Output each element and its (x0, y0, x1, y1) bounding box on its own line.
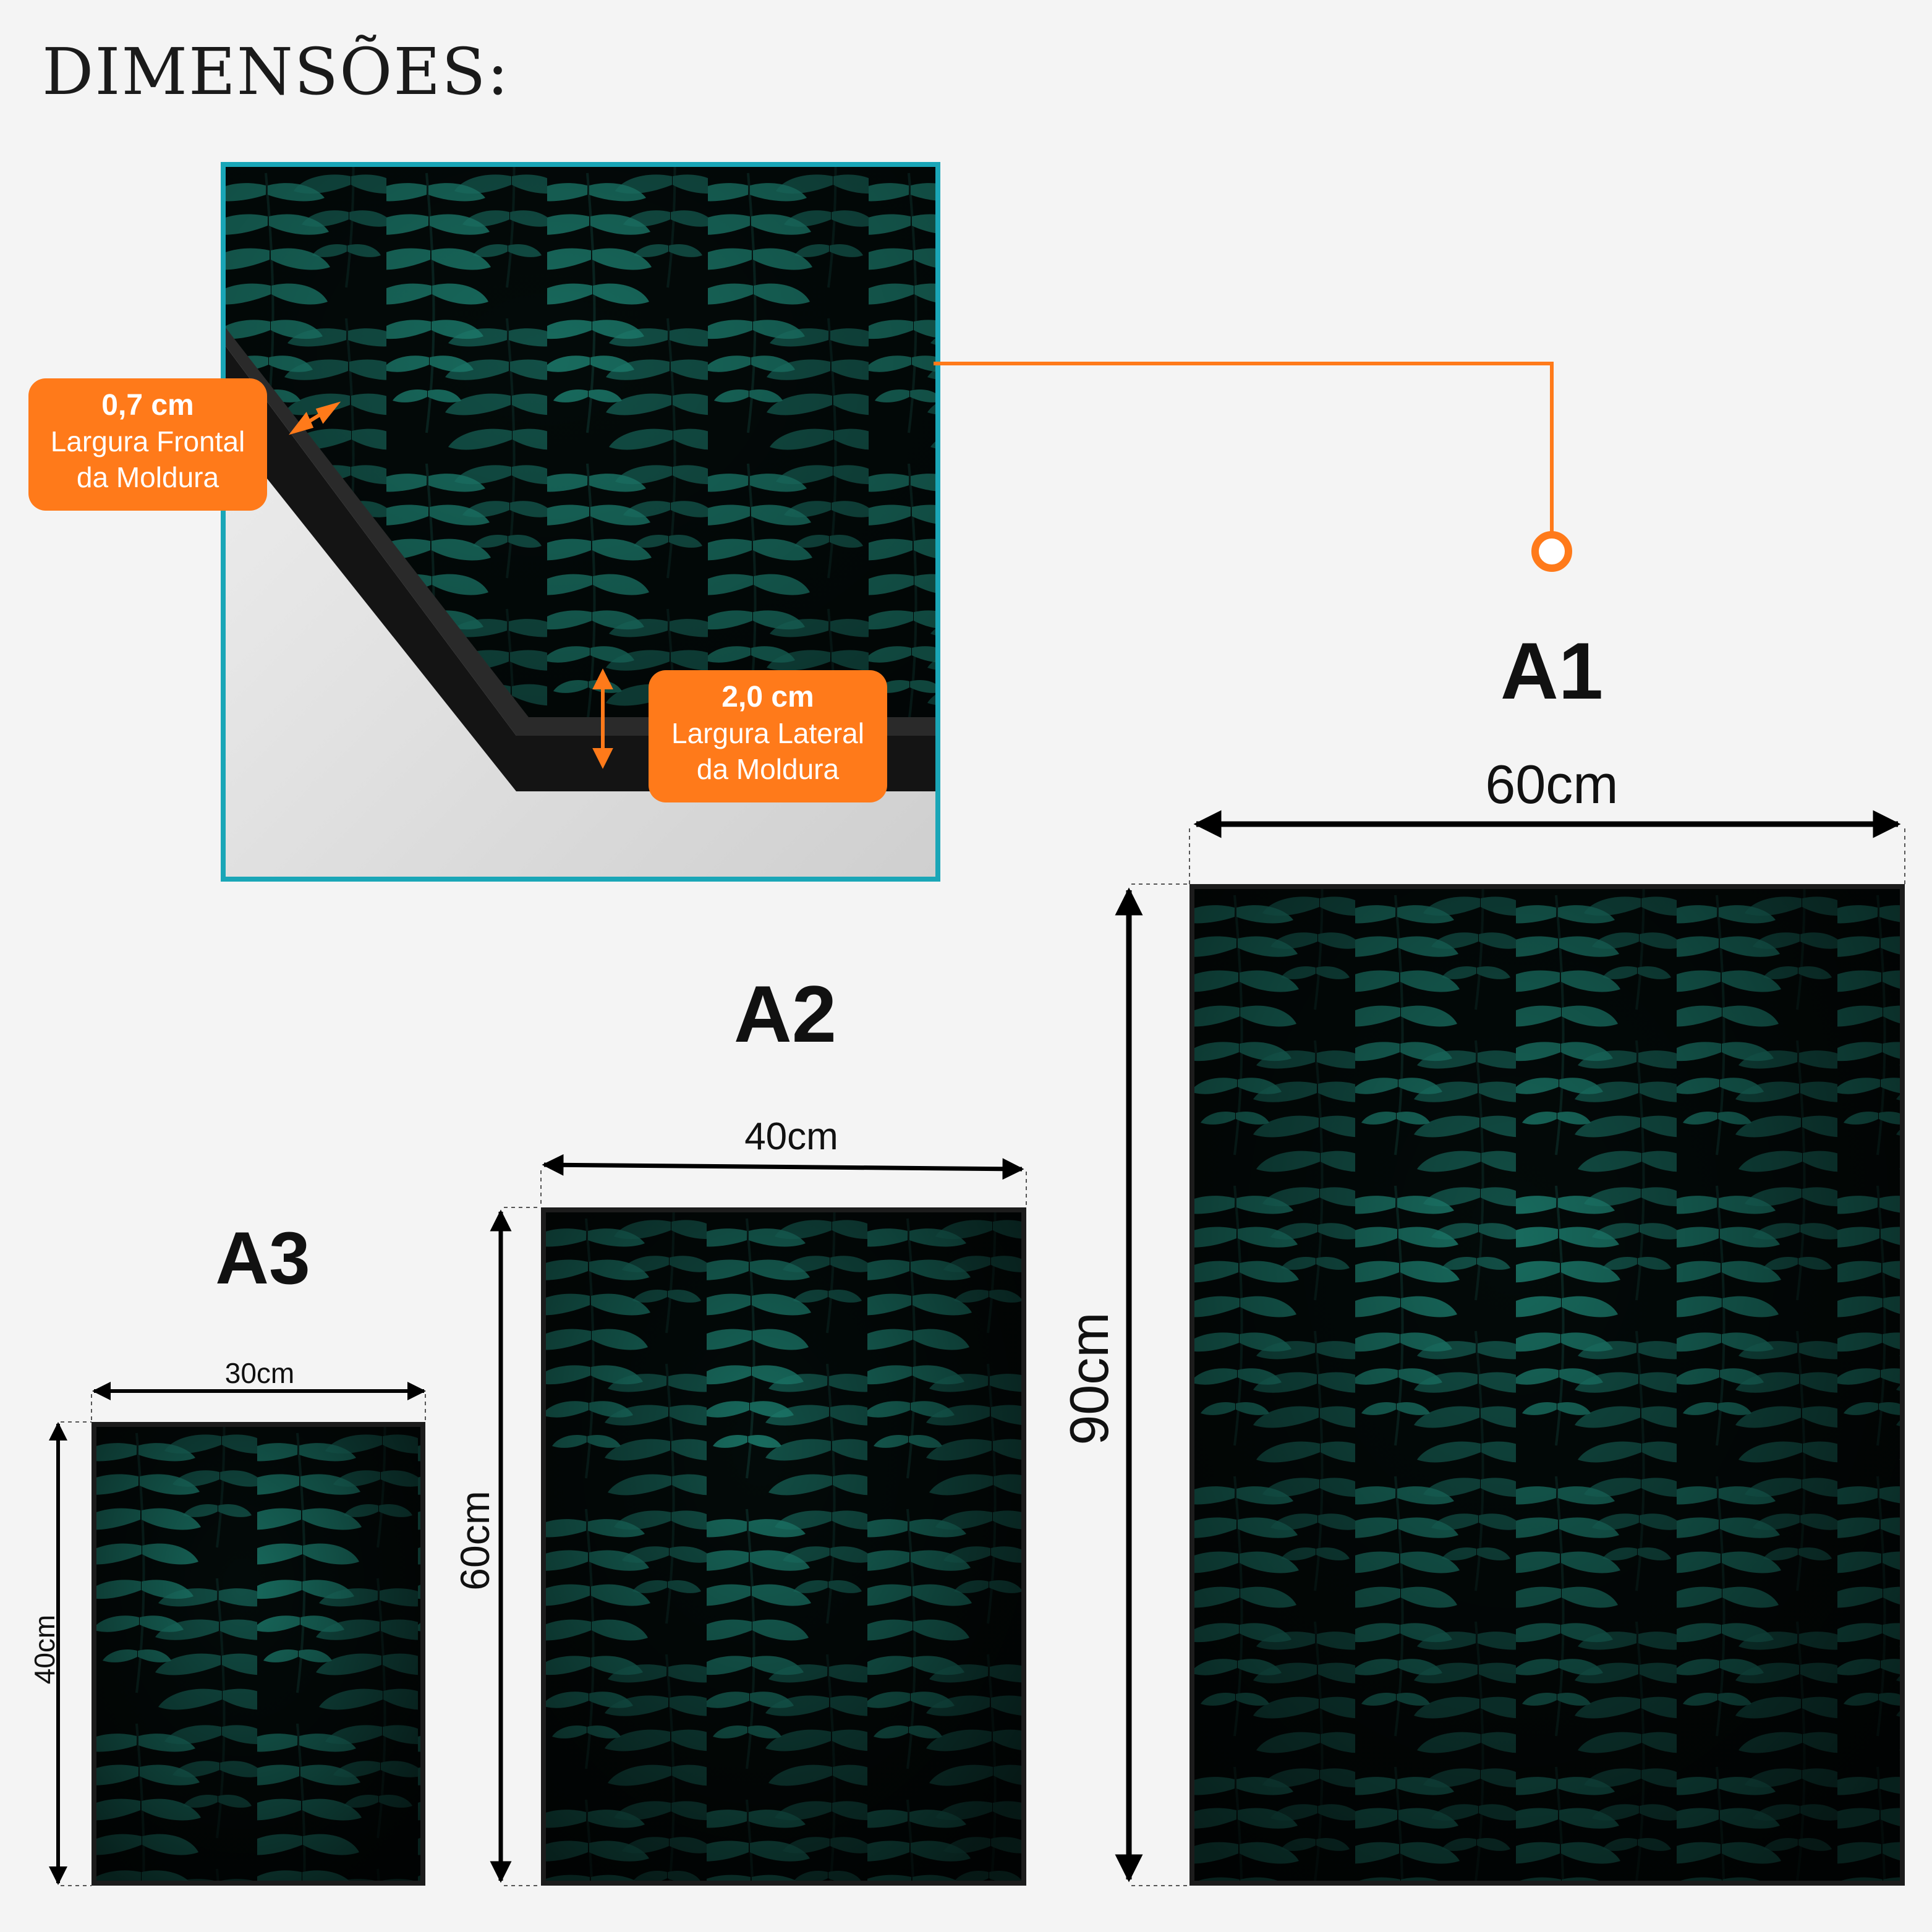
side-width-label-line2: da Moldura (696, 752, 840, 785)
a2-height-label: 60cm (452, 1491, 498, 1591)
connector-end-circle (1531, 531, 1572, 572)
a1-poster (1189, 884, 1905, 1886)
front-width-value: 0,7 cm (101, 389, 194, 422)
front-width-label-line2: da Moldura (76, 461, 219, 493)
a3-size-name: A3 (215, 1217, 310, 1300)
front-width-label-line1: Largura Frontal (50, 425, 245, 457)
front-width-badge: 0,7 cm Largura Frontal da Moldura (28, 378, 267, 511)
a3-width-label: 30cm (224, 1357, 295, 1389)
side-width-badge: 2,0 cm Largura Lateral da Moldura (649, 670, 887, 802)
a1-width-label: 60cm (1485, 754, 1619, 815)
a3-poster (91, 1422, 425, 1886)
a2-size-name: A2 (733, 969, 837, 1059)
side-width-value: 2,0 cm (721, 681, 814, 713)
a1-size-name: A1 (1500, 626, 1604, 716)
page-title: DIMENSÕES: (42, 34, 510, 109)
a2-poster (541, 1207, 1026, 1886)
front-width-arrow (289, 401, 341, 435)
a1-height-label: 90cm (1058, 1312, 1120, 1445)
side-width-label-line1: Largura Lateral (671, 717, 864, 749)
side-width-arrow (592, 668, 613, 769)
a2-width-arrow (542, 1154, 1024, 1180)
a2-width-label: 40cm (744, 1115, 838, 1158)
a3-height-label: 40cm (28, 1614, 61, 1685)
